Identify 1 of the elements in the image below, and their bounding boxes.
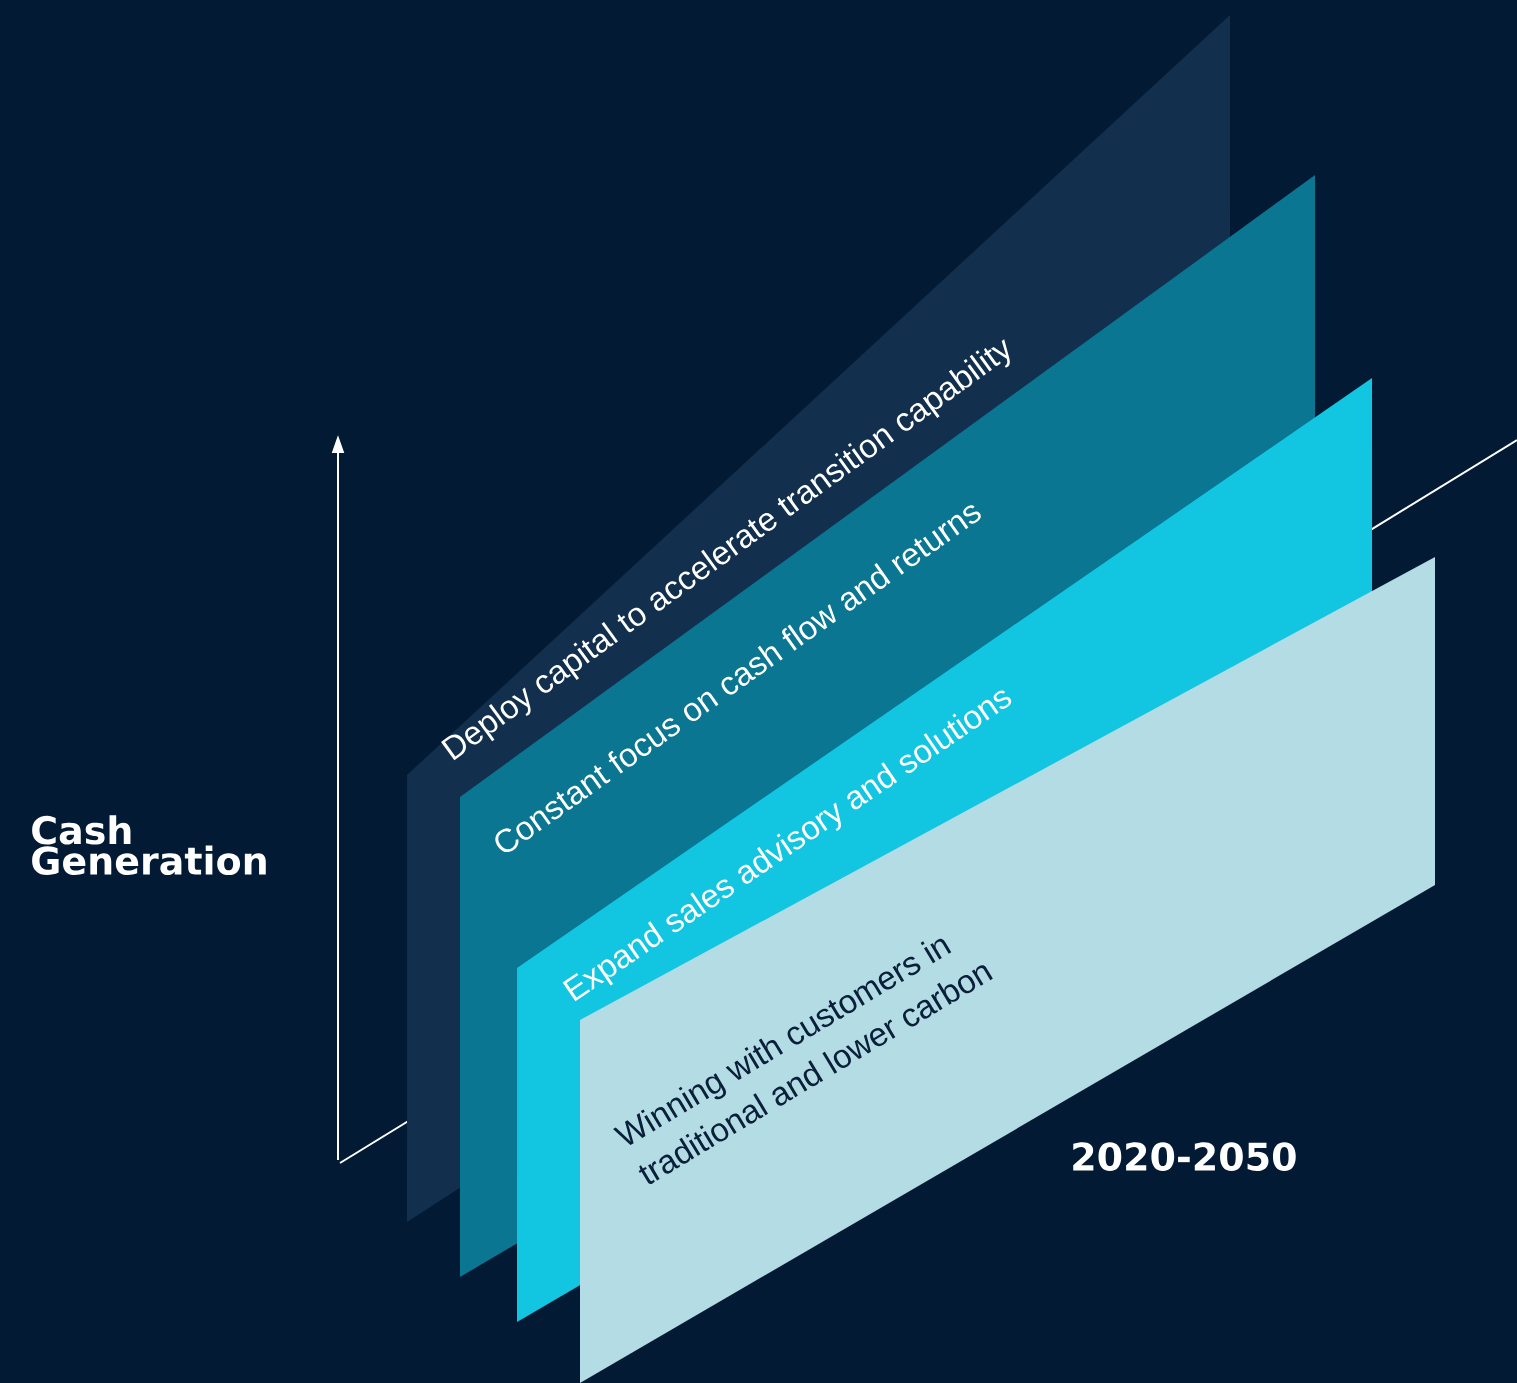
axis-label: Cash Generation <box>32 815 266 875</box>
